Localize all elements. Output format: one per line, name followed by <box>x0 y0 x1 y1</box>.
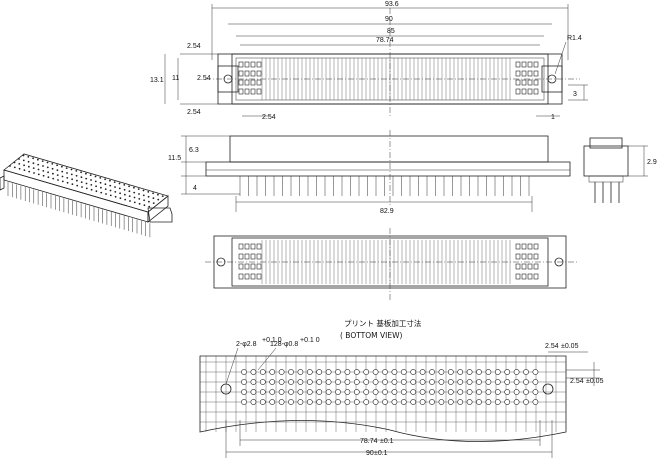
dim-mount: 90 <box>385 16 393 23</box>
dim-side-height: 2.9 <box>647 159 657 166</box>
dim-height: 11.5 <box>168 155 181 162</box>
dim-edge: 1 <box>551 114 555 121</box>
dim-overall: 93.6 <box>385 1 399 8</box>
dim-upper: 6.3 <box>189 147 199 154</box>
dim-height-total: 13.1 <box>150 77 164 84</box>
pin-hole-label: 128-φ0.8 <box>270 341 298 348</box>
dim-right-top: 2.54 <box>545 343 559 350</box>
dim-pin-length: 4 <box>193 185 197 192</box>
dim-right-top-tol: ±0.05 <box>561 343 579 350</box>
dim-span-tol: ±0.1 <box>380 438 394 445</box>
dim-hole: 3 <box>573 91 577 98</box>
pcb-layout: プリント 基板加工寸法 ( BOTTOM VIEW) 2-φ2.8 +0.1 0… <box>199 318 604 458</box>
bottom-view <box>205 228 578 300</box>
dim-width: 82.9 <box>380 208 394 215</box>
dim-pin-offset: 2.54 <box>262 114 276 121</box>
top-view: 93.6 90 85 78.74 R1.4 13.1 11 2.54 2.54 … <box>150 1 588 121</box>
dim-height-body: 11 <box>172 75 179 82</box>
mount-hole-label: 2-φ2.8 <box>236 341 257 348</box>
dim-span: 78.74 <box>360 438 378 445</box>
dim-overall-pcb-tol: ±0.1 <box>374 450 388 457</box>
dim-inner: 85 <box>387 28 395 35</box>
dim-row-spacing: 2.54 <box>197 75 211 82</box>
pin-hole-tol: +0.1 0 <box>300 337 320 344</box>
front-view: 6.3 11.5 4 82.9 <box>168 130 571 215</box>
dim-radius: R1.4 <box>567 35 582 42</box>
dim-bottom-offset: 2.54 <box>187 109 201 116</box>
dim-overall-pcb: 90 <box>366 450 374 457</box>
dim-right-side-tol: ±0.05 <box>586 378 604 385</box>
mount-hole-tol: +0.1 0 <box>262 337 282 344</box>
dim-top-offset: 2.54 <box>187 43 201 50</box>
dim-pitch-span: 78.74 <box>376 37 394 44</box>
pcb-title-jp: プリント 基板加工寸法 <box>344 318 422 328</box>
dim-right-side: 2.54 <box>570 378 584 385</box>
pcb-title-en: ( BOTTOM VIEW) <box>340 331 403 340</box>
connector-3d-illustration <box>0 153 173 238</box>
side-view: 2.9 <box>583 137 657 203</box>
